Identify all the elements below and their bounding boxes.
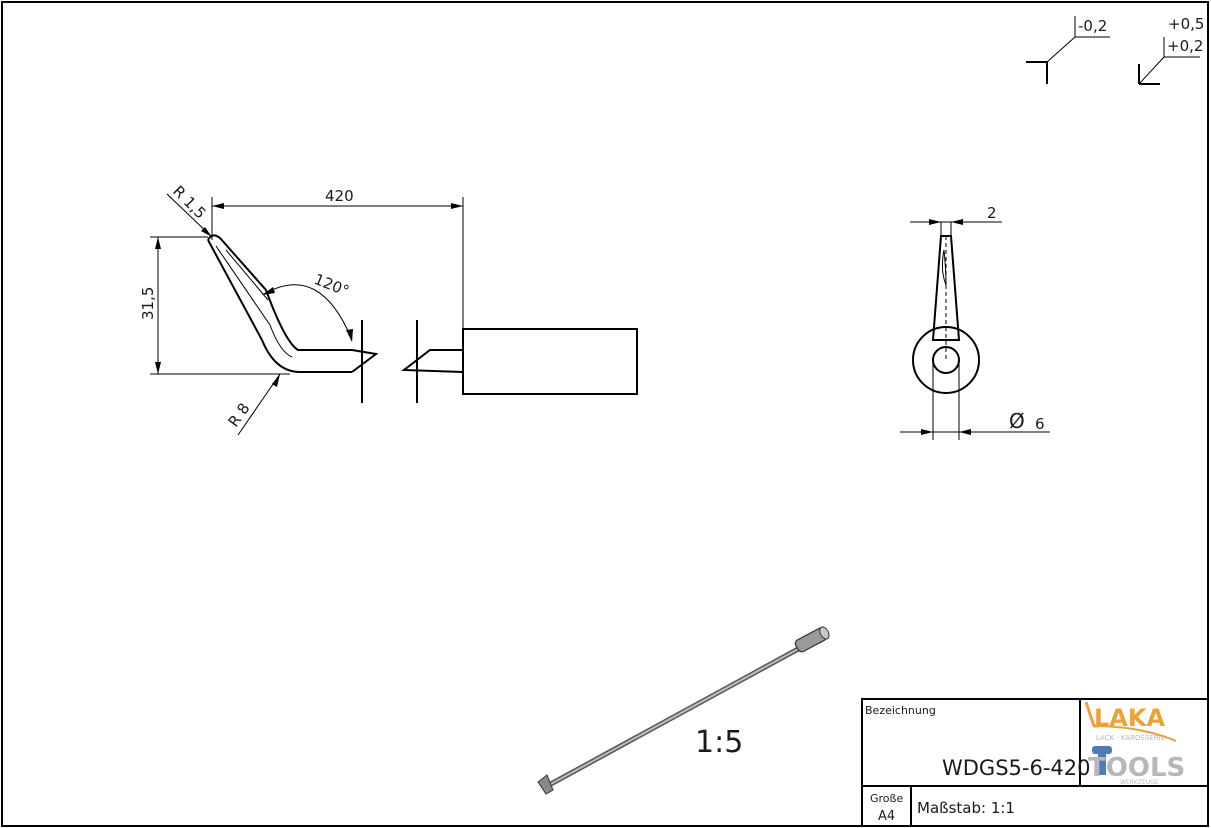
logo-tools: TOOLS [1088, 753, 1185, 783]
logo-tools-sub: WERKZEUGE [1120, 779, 1159, 786]
dim-angle: 120° [312, 270, 352, 300]
size-label: Große [870, 792, 903, 805]
dim-bend-radius: R 8 [225, 400, 254, 431]
surface-symbol-a: -0,2 [1026, 16, 1110, 84]
end-view: 2 Ø 6 [900, 204, 1050, 440]
dim-length: 420 [325, 187, 354, 205]
scale-label: Maßstab: 1:1 [917, 799, 1015, 817]
title-block: Bezeichnung WDGS5-6-420 Große A4 Maßstab… [861, 698, 1209, 827]
size-value: A4 [878, 809, 895, 824]
dim-diameter: 6 [1035, 415, 1045, 433]
surface-symbol-b: +0,5 +0,2 [1138, 15, 1204, 85]
tolerance-b-lower: +0,2 [1167, 37, 1203, 55]
isometric-scale: 1:5 [695, 725, 743, 760]
tolerance-b-upper: +0,5 [1168, 15, 1204, 33]
logo-laka-sub: LACK · KAROSSERIE [1096, 734, 1165, 742]
designation-label: Bezeichnung [865, 704, 936, 717]
isometric-view: 1:5 [537, 626, 830, 795]
dim-diameter-symbol: Ø [1009, 409, 1025, 433]
dim-height: 31,5 [139, 287, 157, 320]
laka-tools-logo: LAKA LACK · KAROSSERIE TOOLS WERKZEUGE [1084, 701, 1185, 786]
handle-outline [462, 328, 638, 395]
designation-value: WDGS5-6-420 [942, 756, 1091, 780]
side-view: 420 31,5 R 1,5 R 8 120° [139, 182, 638, 436]
logo-laka: LAKA [1094, 704, 1165, 732]
dim-thickness: 2 [987, 204, 997, 222]
tolerance-a: -0,2 [1078, 17, 1107, 35]
